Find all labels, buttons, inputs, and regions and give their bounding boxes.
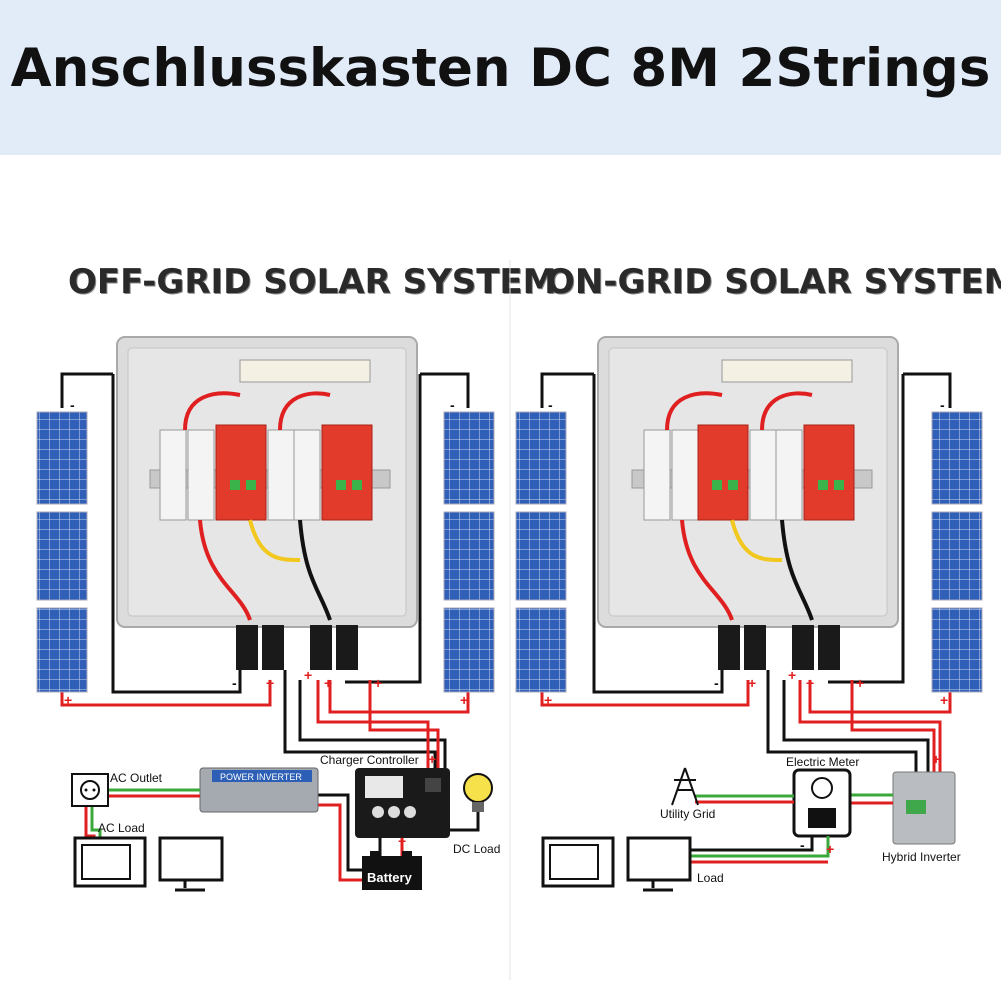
svg-text:+: +	[856, 675, 864, 691]
hybrid-inverter-label: Hybrid Inverter	[882, 850, 961, 864]
solar-panel-string-left	[36, 411, 88, 693]
svg-text:+: +	[398, 833, 406, 849]
hybrid-inverter	[892, 771, 956, 845]
page-title: Anschlusskasten DC 8M 2Strings	[10, 38, 991, 99]
svg-text:+: +	[266, 675, 274, 691]
svg-text:+: +	[460, 692, 468, 708]
svg-text:-: -	[232, 675, 237, 691]
svg-text:-: -	[450, 397, 455, 413]
combiner-box-on-grid	[597, 336, 899, 670]
svg-text:+: +	[748, 675, 756, 691]
utility-grid-tower-icon	[671, 767, 699, 806]
svg-text:+: +	[806, 675, 814, 691]
svg-text:+: +	[64, 692, 72, 708]
on-grid-title: ON-GRID SOLAR SYSTEM	[546, 262, 1001, 302]
ac-outlet-label: AC Outlet	[110, 771, 163, 785]
combiner-box-off-grid	[116, 336, 418, 670]
svg-text:+: +	[932, 751, 940, 767]
power-inverter	[199, 767, 319, 813]
utility-grid-label: Utility Grid	[660, 807, 715, 821]
svg-text:+: +	[544, 692, 552, 708]
svg-text:+: +	[428, 751, 436, 767]
title-banner	[0, 0, 1001, 155]
solar-panel-string-right-on	[931, 411, 983, 693]
svg-text:+: +	[788, 667, 796, 683]
svg-text:+: +	[304, 667, 312, 683]
svg-text:-: -	[714, 675, 719, 691]
svg-text:+: +	[374, 675, 382, 691]
solar-panel-string-left-on	[515, 411, 567, 693]
solar-panel-string-right	[443, 411, 495, 693]
load-label: Load	[697, 871, 724, 885]
off-grid-system: Charger Controller Battery DC Load POWER…	[36, 336, 500, 892]
svg-text:-: -	[548, 397, 553, 413]
off-grid-title: OFF-GRID SOLAR SYSTEM	[68, 262, 557, 302]
inverter-label: POWER INVERTER	[220, 772, 302, 782]
battery	[362, 851, 422, 890]
svg-text:-: -	[800, 837, 805, 853]
ac-load-label: AC Load	[98, 821, 145, 835]
monitor-icon-on-grid	[626, 836, 692, 892]
svg-text:-: -	[70, 397, 75, 413]
monitor-icon	[158, 836, 224, 892]
svg-text:+: +	[940, 692, 948, 708]
dc-load-bulb-icon	[463, 773, 493, 812]
tv-icon	[73, 836, 147, 888]
svg-text:+: +	[826, 841, 834, 857]
ac-outlet-icon	[71, 773, 109, 807]
electric-meter	[792, 768, 852, 838]
svg-text:+: +	[324, 675, 332, 691]
dc-load-label: DC Load	[453, 842, 500, 856]
electric-meter-label: Electric Meter	[786, 755, 859, 769]
tv-icon-on-grid	[541, 836, 615, 888]
on-grid-system: Hybrid Inverter Electric Meter Utility G…	[515, 336, 983, 892]
battery-label: Battery	[367, 870, 413, 885]
charger-controller	[355, 768, 450, 838]
charger-label: Charger Controller	[320, 753, 419, 767]
svg-text:-: -	[940, 397, 945, 413]
